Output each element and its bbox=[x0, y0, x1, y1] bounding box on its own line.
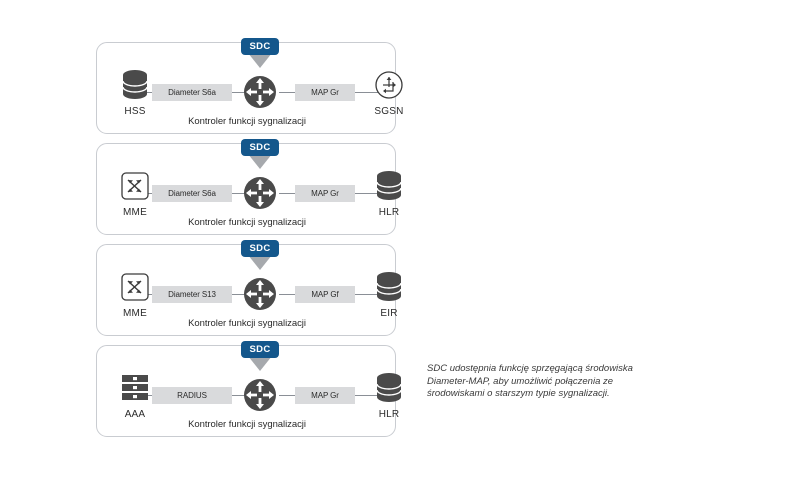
node-eir: EIR bbox=[359, 267, 419, 319]
database-icon bbox=[359, 166, 419, 206]
node-sgsn: SGSN bbox=[359, 65, 419, 117]
node-label: MME bbox=[123, 207, 147, 218]
sdc-badge: SDC bbox=[238, 38, 282, 72]
protocol-label-right: MAP Gr bbox=[295, 387, 355, 404]
node-label: EIR bbox=[380, 308, 398, 319]
router-outline-icon bbox=[359, 65, 419, 105]
protocol-label-right: MAP Gf bbox=[295, 286, 355, 303]
sdc-pill: SDC bbox=[241, 341, 279, 358]
server-stack-icon bbox=[105, 368, 165, 408]
sdc-pill: SDC bbox=[241, 38, 279, 55]
sdc-pointer-icon bbox=[248, 255, 272, 270]
node-mme: MME bbox=[105, 267, 165, 319]
node-label: AAA bbox=[124, 409, 146, 420]
sdc-pill: SDC bbox=[241, 240, 279, 257]
diagram-row-card: AAA RADIUS SDC MAP Gr bbox=[96, 341, 402, 437]
switch-icon bbox=[105, 267, 165, 307]
center-caption: Kontroler funkcji sygnalizacji bbox=[188, 419, 306, 430]
note-line-1: SDC udostępnia funkcję sprzęgającą środo… bbox=[427, 363, 633, 374]
sdc-badge: SDC bbox=[238, 240, 282, 274]
diagram-row-card: MME Diameter S13 SDC MAP Gf bbox=[96, 240, 402, 336]
center-caption: Kontroler funkcji sygnalizacji bbox=[188, 116, 306, 127]
node-hlr: HLR bbox=[359, 368, 419, 420]
sdc-router-icon bbox=[237, 170, 283, 216]
sdc-label: SDC bbox=[249, 41, 271, 52]
sdc-badge: SDC bbox=[238, 341, 282, 375]
sdc-pointer-icon bbox=[248, 53, 272, 68]
switch-icon bbox=[105, 166, 165, 206]
protocol-label-right: MAP Gr bbox=[295, 84, 355, 101]
sdc-pointer-icon bbox=[248, 154, 272, 169]
database-icon bbox=[105, 65, 165, 105]
note-line-2: Diameter-MAP, aby umożliwić połączenia z… bbox=[427, 375, 614, 387]
center-caption: Kontroler funkcji sygnalizacji bbox=[188, 318, 306, 329]
database-icon bbox=[359, 267, 419, 307]
note-line-3: środowiskami o starszym typie sygnalizac… bbox=[427, 388, 610, 400]
protocol-label-left: Diameter S6a bbox=[152, 84, 232, 101]
node-label: HLR bbox=[378, 207, 400, 218]
sdc-label: SDC bbox=[249, 344, 271, 355]
diagram-row-card: MME Diameter S6a SDC MAP Gr bbox=[96, 139, 402, 235]
sdc-label: SDC bbox=[249, 142, 271, 153]
protocol-label-left: RADIUS bbox=[152, 387, 232, 404]
sdc-router-icon bbox=[237, 271, 283, 317]
sdc-router-icon bbox=[237, 372, 283, 418]
node-mme: MME bbox=[105, 166, 165, 218]
explanatory-note: SDC udostępnia funkcję sprzęgającą środo… bbox=[427, 363, 652, 401]
sdc-pill: SDC bbox=[241, 139, 279, 156]
node-label: HSS bbox=[124, 106, 146, 117]
center-caption: Kontroler funkcji sygnalizacji bbox=[188, 217, 306, 228]
node-hss: HSS bbox=[105, 65, 165, 117]
protocol-label-left: Diameter S6a bbox=[152, 185, 232, 202]
sdc-label: SDC bbox=[249, 243, 271, 254]
node-aaa: AAA bbox=[105, 368, 165, 420]
sdc-badge: SDC bbox=[238, 139, 282, 173]
node-label: SGSN bbox=[374, 106, 404, 117]
node-hlr: HLR bbox=[359, 166, 419, 218]
protocol-label-right: MAP Gr bbox=[295, 185, 355, 202]
node-label: HLR bbox=[378, 409, 400, 420]
protocol-label-left: Diameter S13 bbox=[152, 286, 232, 303]
node-label: MME bbox=[123, 308, 147, 319]
database-icon bbox=[359, 368, 419, 408]
sdc-router-icon bbox=[237, 69, 283, 115]
diagram-row-card: HSS Diameter S6a SDC MAP Gr bbox=[96, 38, 403, 134]
sdc-pointer-icon bbox=[248, 356, 272, 371]
